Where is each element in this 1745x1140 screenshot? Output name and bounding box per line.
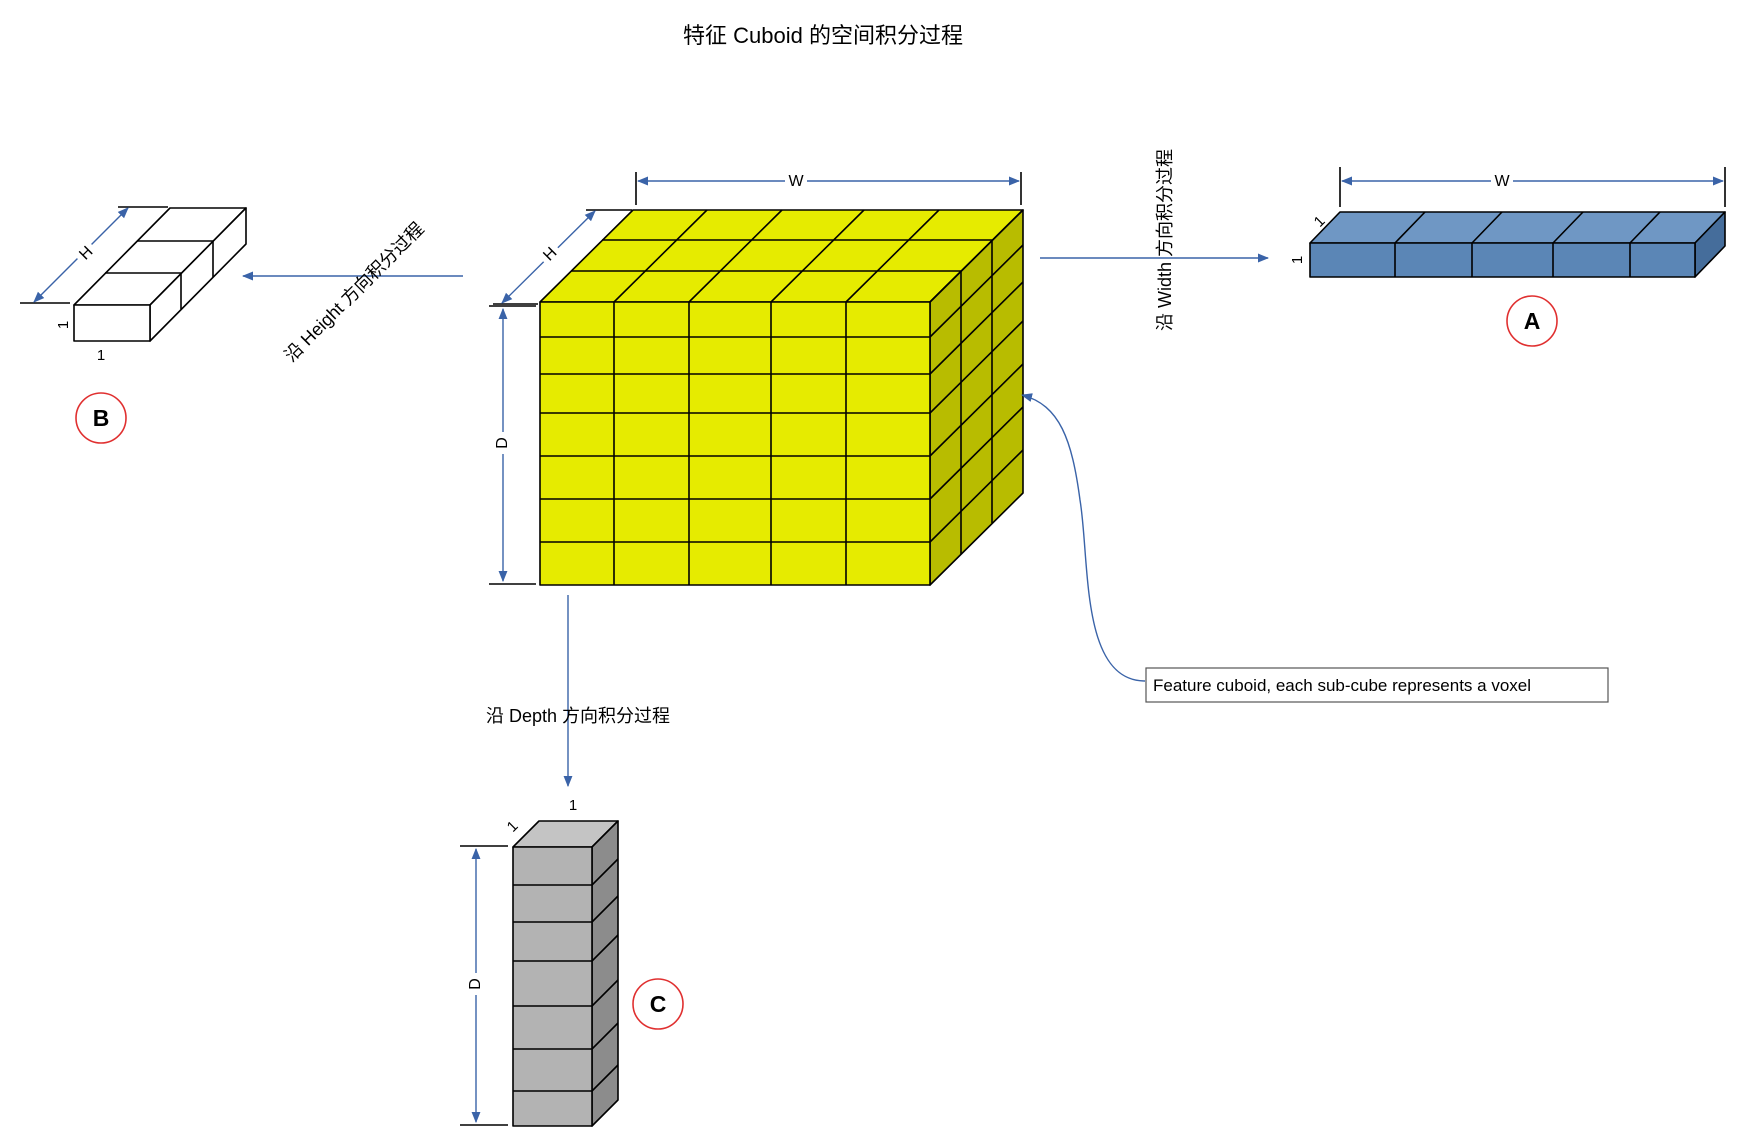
result-b-height-bar: H 1 1 B [20, 206, 247, 444]
badge-c: C [632, 978, 684, 1030]
width-integration-label: 沿 Width 方向积分过程 [1155, 149, 1175, 331]
result-c-width-one-label: 1 [569, 797, 577, 814]
result-a-width-dimension: W [1339, 167, 1726, 207]
voxel-grid-line [688, 209, 783, 303]
main-width-dimension: W [635, 170, 1022, 205]
result-c-depth-column: D 1 1 C [460, 797, 684, 1127]
result-b-dividers [105, 240, 214, 309]
voxel-grid-line [591, 979, 619, 1007]
main-depth-dimension: D [489, 305, 536, 585]
result-a-top-face [1309, 211, 1726, 244]
main-feature-cuboid: W H D [489, 170, 1024, 586]
voxel-grid-line [591, 1022, 619, 1050]
voxel-grid-line [845, 209, 940, 303]
main-depth-label: D [494, 437, 511, 449]
height-integration-label: 沿 Height 方向积分过程 [281, 219, 428, 366]
voxel-grid-line [591, 1064, 619, 1092]
main-width-label: W [788, 173, 804, 190]
result-c-front-face [512, 846, 593, 1127]
result-b-depth-one-label: 1 [55, 321, 72, 329]
result-c-depth-dimension: D [460, 845, 508, 1126]
callout-box [1145, 667, 1609, 703]
result-a-width-label: W [1494, 173, 1510, 190]
voxel-grid-line [591, 895, 619, 923]
callout-text: Feature cuboid, each sub-cube represents… [1153, 676, 1531, 695]
result-a-height-one-label: 1 [1289, 256, 1306, 264]
result-a-front-face [1309, 242, 1696, 278]
badge-c-label: C [650, 991, 667, 1017]
main-cuboid-grid-lines [540, 209, 1024, 585]
depth-integration-label: 沿 Depth 方向积分过程 [486, 706, 670, 726]
voxel-grid-line [929, 244, 1024, 338]
result-c-side-face [591, 820, 619, 1127]
badge-b-label: B [93, 405, 110, 431]
result-c-height-one-label: 1 [504, 818, 522, 836]
badge-a: A [1506, 295, 1558, 347]
voxel-grid-line [591, 934, 619, 962]
result-c-depth-label: D [467, 978, 484, 990]
result-b-height-dimension: H [20, 206, 168, 304]
badge-a-label: A [1524, 308, 1541, 334]
voxel-grid-line [929, 449, 1024, 543]
voxel-grid-line [613, 209, 708, 303]
voxel-grid-line [929, 406, 1024, 500]
voxel-grid-line [929, 363, 1024, 457]
main-height-dimension: H [493, 209, 632, 305]
result-a-width-bar: W 1 1 A [1289, 167, 1726, 347]
result-a-dividers [1394, 211, 1661, 277]
voxel-grid-line [591, 858, 619, 886]
result-c-dividers [513, 858, 619, 1092]
voxel-grid-line [929, 281, 1024, 375]
voxel-grid-line [929, 320, 1024, 414]
feature-cuboid-callout: Feature cuboid, each sub-cube represents… [1020, 393, 1609, 703]
width-integration-arrow: 沿 Width 方向积分过程 [1040, 149, 1270, 331]
height-integration-arrow: 沿 Height 方向积分过程 [241, 219, 463, 366]
badge-b: B [75, 392, 127, 444]
diagram-title: 特征 Cuboid 的空间积分过程 [683, 23, 963, 48]
main-cuboid-front-face [539, 301, 931, 586]
result-b-front-face [73, 304, 151, 342]
result-b-width-one-label: 1 [97, 347, 105, 364]
voxel-grid-line [770, 209, 865, 303]
voxel-grid-line [929, 209, 1024, 303]
depth-integration-arrow: 沿 Depth 方向积分过程 [486, 595, 670, 788]
